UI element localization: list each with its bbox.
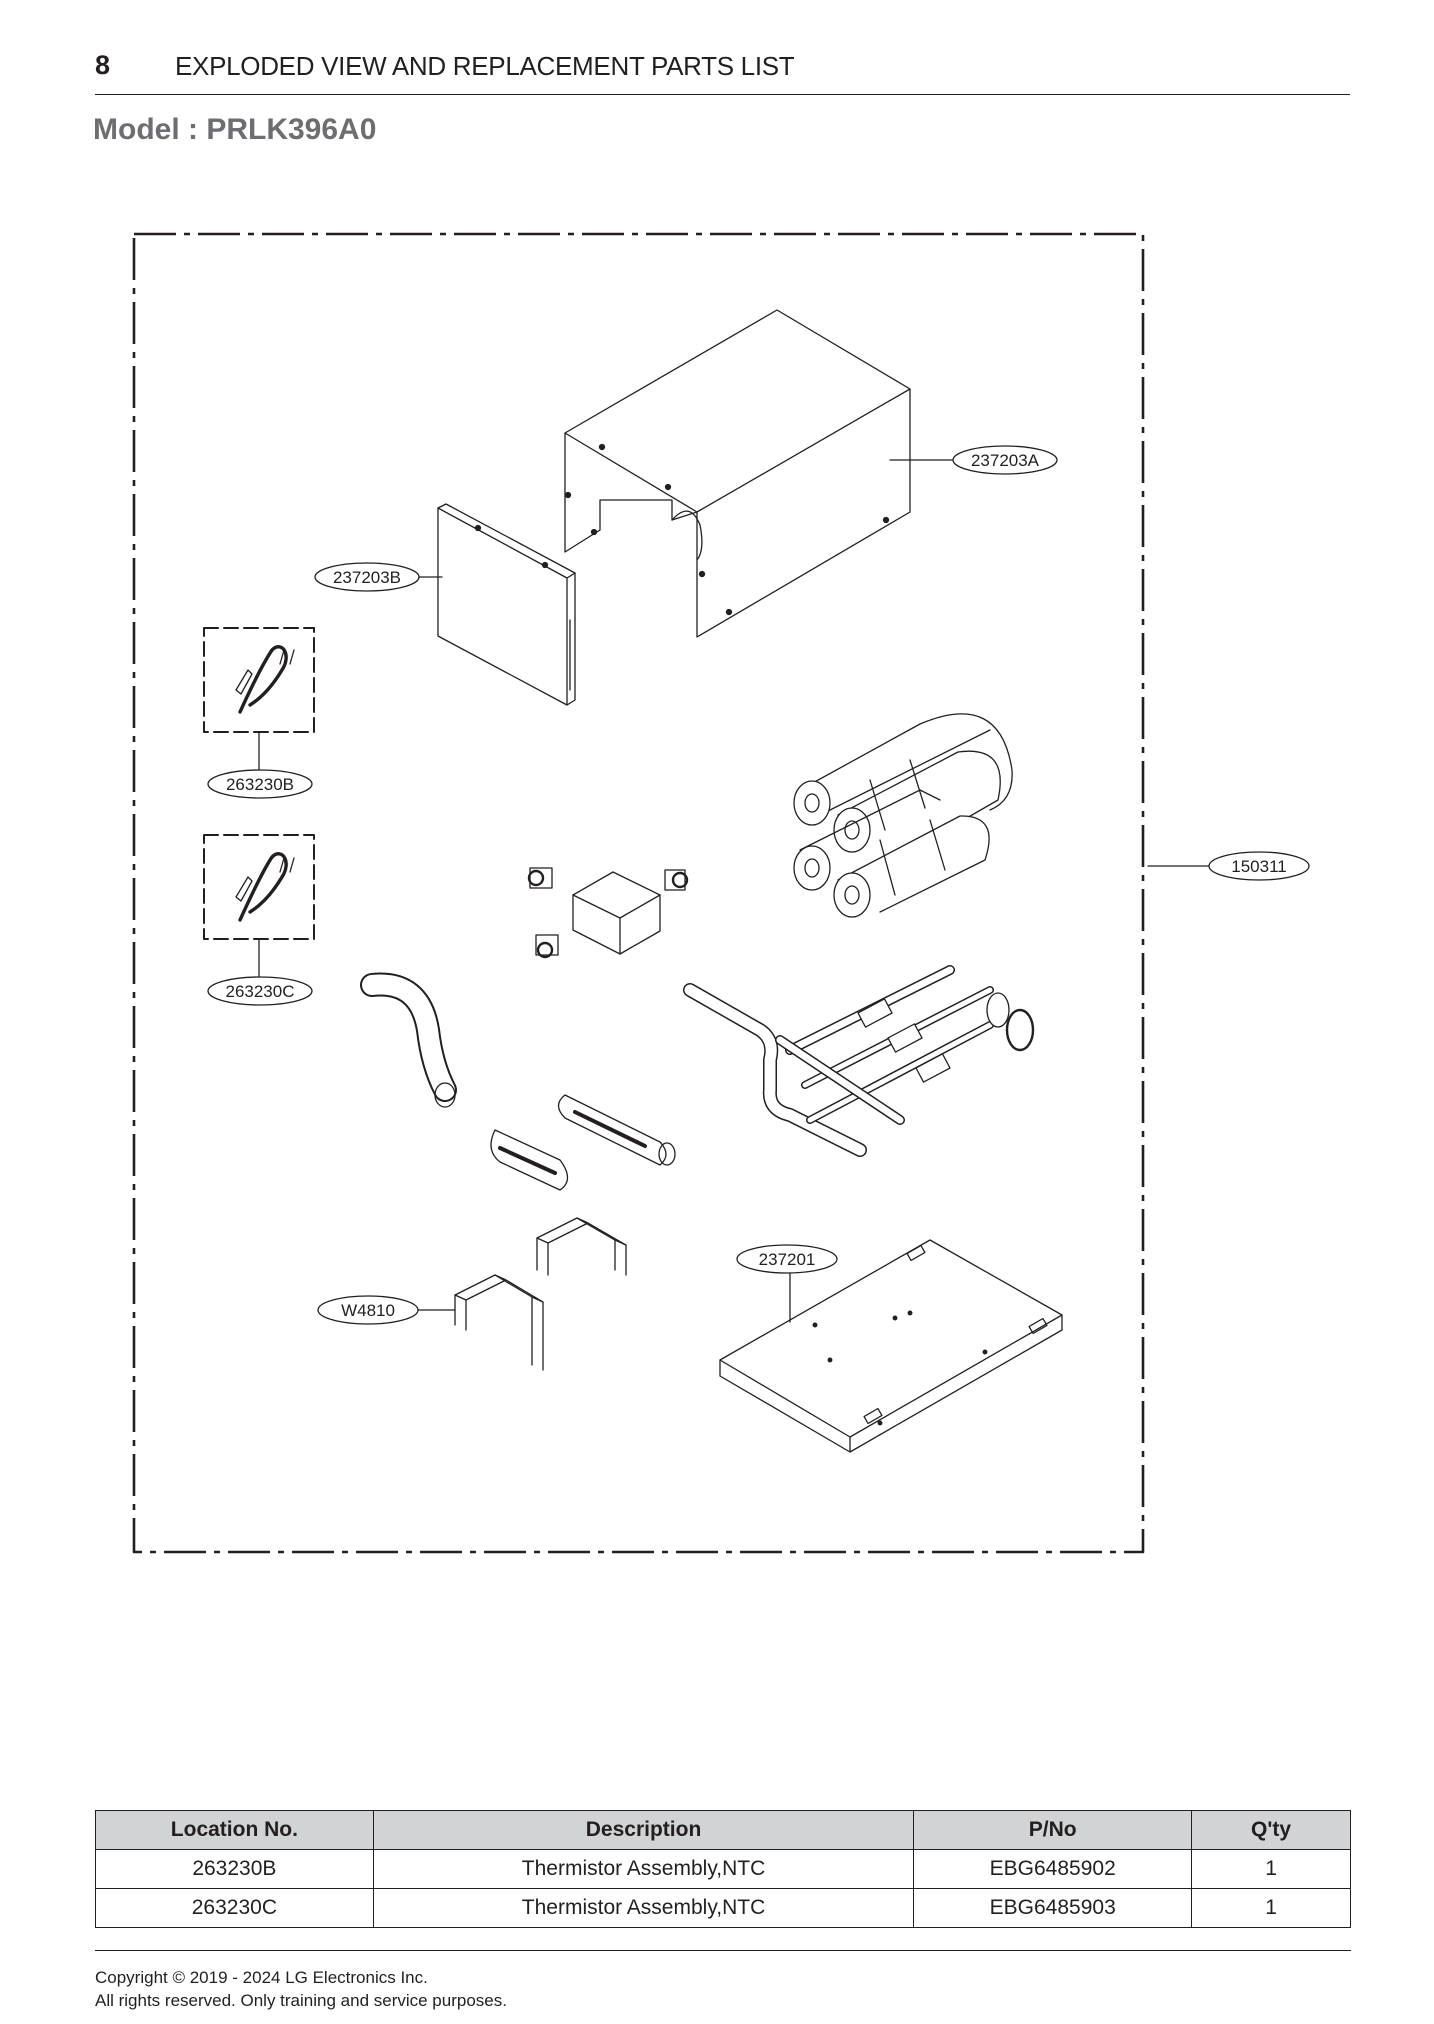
thermistor-263230B-detail <box>203 627 315 773</box>
replacement-parts-table: Location No. Description P/No Q'ty 26323… <box>95 1810 1351 1928</box>
footer-divider <box>95 1950 1351 1951</box>
callout-237201 <box>736 1244 838 1274</box>
callout-W4810 <box>317 1295 419 1325</box>
insulation-tube-parts <box>490 1094 676 1191</box>
callout-label-237203B: 237203B <box>333 568 401 587</box>
cell-quantity: 1 <box>1191 1849 1351 1889</box>
cell-location: 263230B <box>95 1849 374 1889</box>
copyright-line-1: Copyright © 2019 - 2024 LG Electronics I… <box>95 1968 428 1987</box>
cell-quantity: 1 <box>1191 1888 1351 1928</box>
callout-263230C <box>207 976 313 1006</box>
elbow-insulation-part <box>360 972 457 1108</box>
cell-description: Thermistor Assembly,NTC <box>372 1888 915 1928</box>
side-panel-part <box>437 503 576 706</box>
cell-part-number: EBG6485903 <box>913 1888 1193 1928</box>
exploded-view-diagram: 237203A 237203B 263230B 263230C 150311 2… <box>132 232 1310 1554</box>
callout-label-263230B: 263230B <box>226 775 294 794</box>
valve-assembly-upper-part <box>793 713 1013 918</box>
cell-location: 263230C <box>95 1888 374 1928</box>
page-title: EXPLODED VIEW AND REPLACEMENT PARTS LIST <box>175 51 795 81</box>
callout-label-237201: 237201 <box>759 1250 816 1269</box>
page-number: 8 <box>95 50 111 80</box>
column-header-part-number: P/No <box>913 1810 1193 1850</box>
table-row: 263230C Thermistor Assembly,NTC EBG64859… <box>95 1888 1351 1928</box>
top-cover-part <box>564 309 911 638</box>
assembly-boundary-frame <box>132 232 1145 1554</box>
callout-237203B <box>314 562 420 592</box>
callout-label-263230C: 263230C <box>225 982 294 1001</box>
copyright-line-2: All rights reserved. Only training and s… <box>95 1991 507 2010</box>
column-header-quantity: Q'ty <box>1191 1810 1351 1850</box>
copyright-footer: Copyright © 2019 - 2024 LG Electronics I… <box>95 1966 507 2012</box>
thermistor-263230C-detail <box>203 834 315 981</box>
callout-label-150311: 150311 <box>1231 857 1286 876</box>
table-header-row: Location No. Description P/No Q'ty <box>95 1810 1351 1850</box>
model-label: Model : PRLK396A0 <box>93 113 377 146</box>
callout-237203A <box>952 445 1058 475</box>
table-row: 263230B Thermistor Assembly,NTC EBG64859… <box>95 1849 1351 1889</box>
cell-part-number: EBG6485902 <box>913 1849 1193 1889</box>
mounting-bracket-parts <box>454 1217 627 1371</box>
callout-150311 <box>1208 851 1310 881</box>
callout-263230B <box>207 769 313 799</box>
column-header-description: Description <box>372 1810 915 1850</box>
column-header-location: Location No. <box>95 1810 374 1850</box>
page-header: 8 EXPLODED VIEW AND REPLACEMENT PARTS LI… <box>95 48 1350 95</box>
base-plate-part <box>719 1239 1063 1453</box>
junction-box-part <box>527 867 689 959</box>
pipe-assembly-lower-part <box>683 965 1035 1157</box>
cell-description: Thermistor Assembly,NTC <box>372 1849 915 1889</box>
callout-label-237203A: 237203A <box>971 451 1040 470</box>
callout-label-W4810: W4810 <box>341 1301 395 1320</box>
